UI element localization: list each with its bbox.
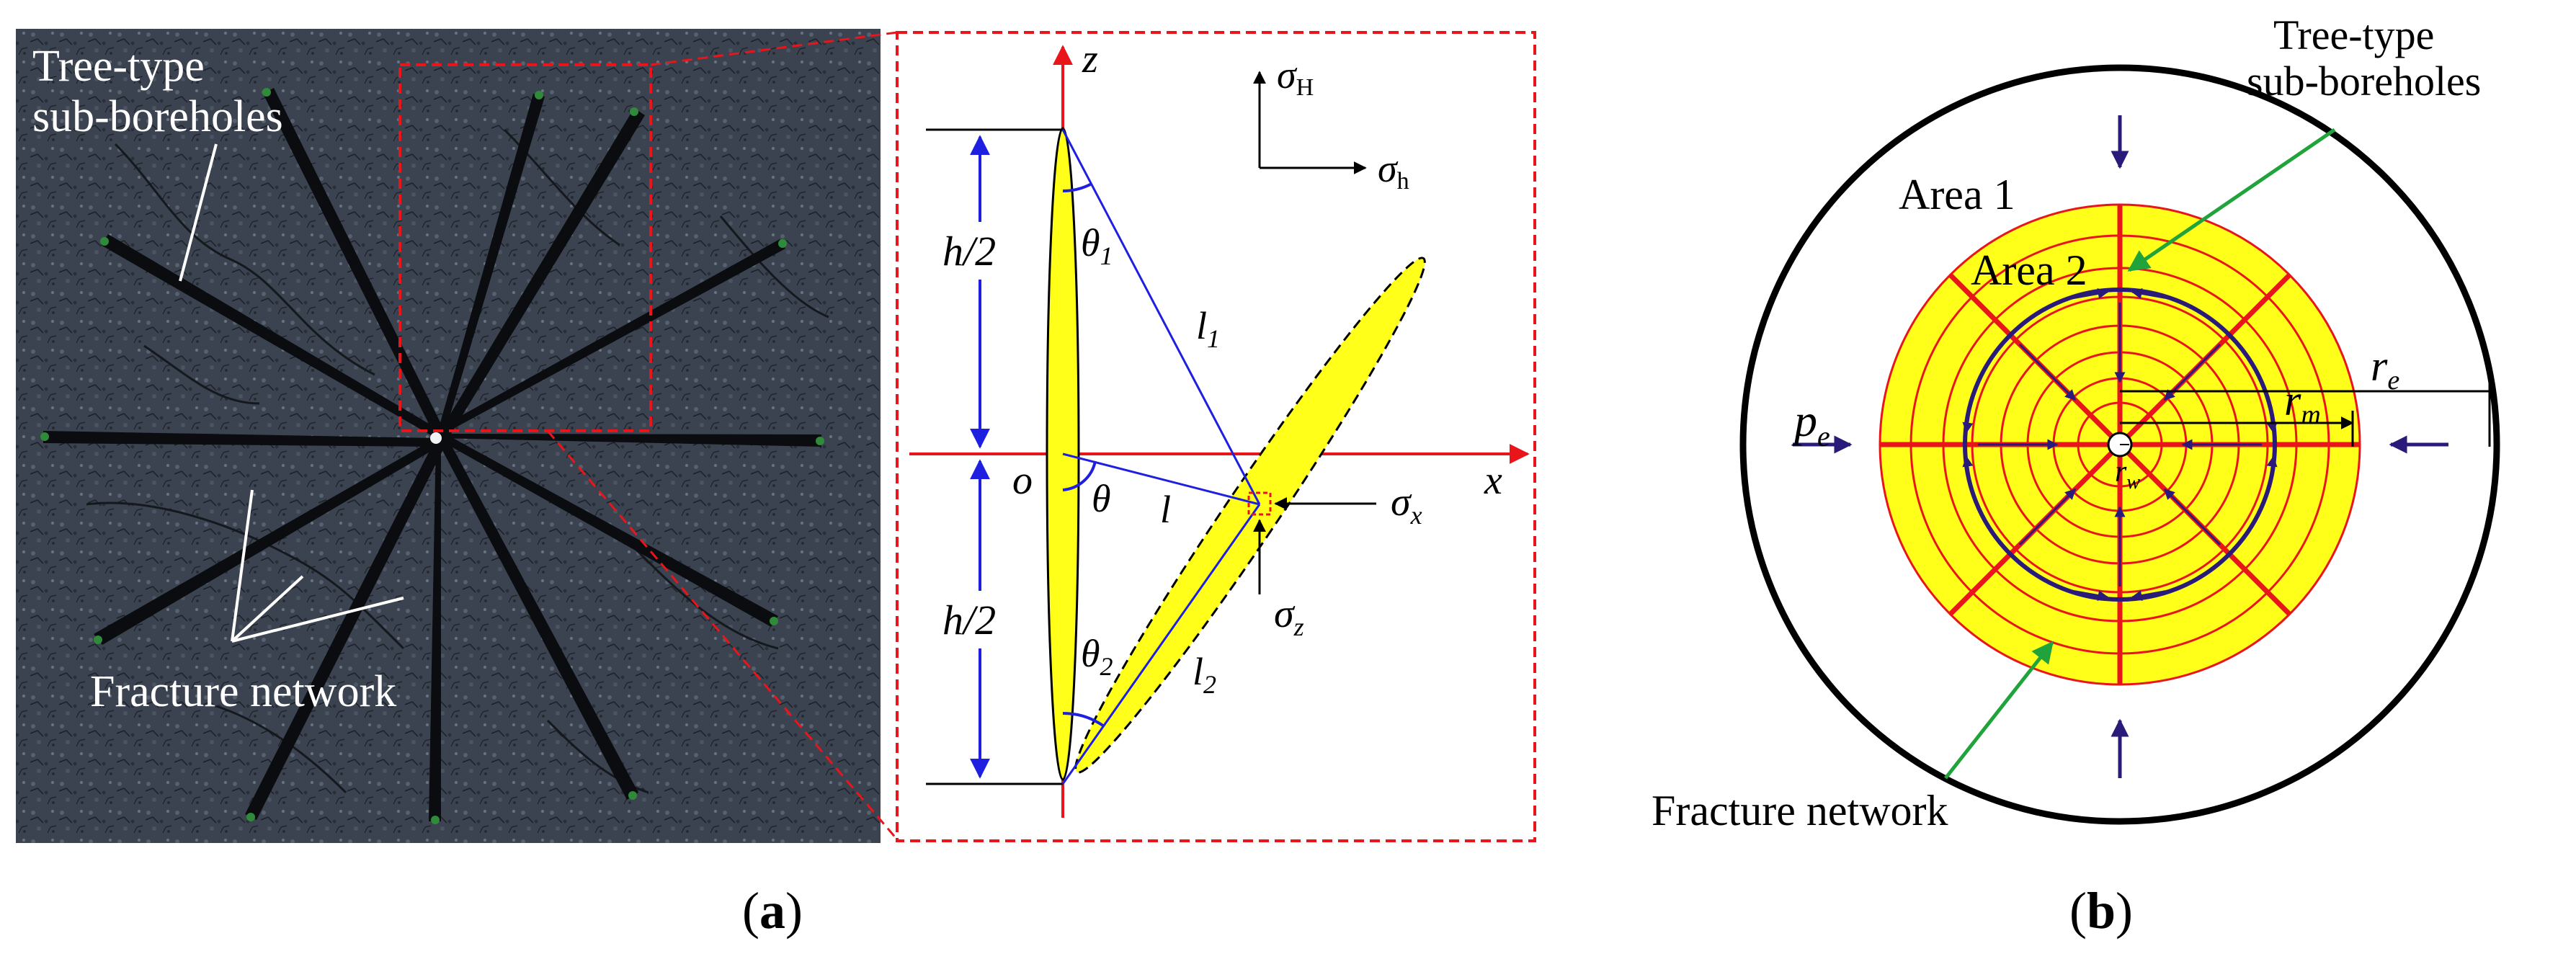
external-flow-arrows	[1793, 115, 2448, 778]
origin-label: o	[1012, 458, 1033, 503]
half-height-bottom-label-bg	[935, 591, 1025, 648]
zoom-region-box	[398, 63, 652, 432]
theta-label: θ	[1092, 477, 1111, 520]
tree-type-label-line2: sub-boreholes	[2247, 58, 2481, 104]
pe-label: pe	[1791, 395, 1830, 452]
fracture-network-pointer	[1944, 641, 2054, 780]
tree-type-pointer	[2127, 128, 2336, 272]
flow-circle	[1963, 287, 2277, 602]
theta2-label: θ2	[1081, 632, 1113, 681]
sigma-H-label: σH	[1277, 53, 1314, 101]
photo-label-tree-line2: sub-boreholes	[32, 92, 283, 141]
main-borehole	[430, 432, 442, 444]
photo-pointer-fracture-3	[231, 597, 404, 643]
re-label: re	[2371, 342, 2399, 396]
photo-pointer-fracture-1	[231, 489, 254, 642]
panel-b-model: re rm rw pe Area 1 Area 2 Tree-type sub-…	[1652, 12, 2500, 834]
borehole-tips	[40, 88, 824, 824]
theta1-arc	[1062, 182, 1092, 192]
theta2-arc	[1062, 711, 1105, 728]
tree-type-label-line1: Tree-type	[2273, 12, 2434, 58]
l2-label: l2	[1193, 650, 1216, 699]
photo-pointer-fracture-2	[231, 575, 304, 643]
fracture-network-label: Fracture network	[1652, 787, 1948, 834]
half-height-top-label-bg	[935, 222, 1025, 280]
zoom-connector-bottom	[546, 430, 899, 840]
photo-label-fracture: Fracture network	[90, 667, 396, 716]
l-label: l	[1160, 488, 1171, 531]
half-height-bottom-label: h/2	[942, 597, 996, 643]
half-height-top-label: h/2	[942, 228, 996, 275]
caption-a: (a)	[742, 882, 803, 940]
stress-element	[1247, 491, 1272, 516]
l1-label: l1	[1196, 304, 1220, 353]
sigma-h-label: σh	[1378, 147, 1409, 195]
inclined-fracture	[1074, 257, 1426, 774]
l2-line	[1061, 504, 1261, 785]
area2-label: Area 2	[1971, 246, 2087, 294]
area1-label: Area 1	[1899, 171, 2015, 218]
rm-label: rm	[2284, 377, 2321, 430]
photo-label-tree-line1: Tree-type	[32, 42, 205, 91]
l1-line	[1061, 129, 1261, 505]
zoom-connector-top	[650, 31, 898, 66]
theta1-label: θ1	[1081, 221, 1113, 270]
sigma-x-label: σx	[1391, 480, 1422, 530]
sigma-z-label: σz	[1274, 592, 1304, 641]
x-axis-label: x	[1484, 458, 1502, 503]
theta-arc	[1062, 460, 1097, 491]
schematic-frame	[896, 31, 1536, 842]
photo-pointer-tree	[179, 143, 218, 282]
z-axis-label: z	[1082, 37, 1098, 81]
caption-b: (b)	[2069, 882, 2133, 940]
flow-arrows	[1962, 288, 2278, 601]
rw-label: rw	[2115, 455, 2140, 494]
outer-boundary-circle	[1739, 64, 2500, 825]
panel-a-photo: Tree-type sub-boreholes Fracture network	[16, 29, 899, 843]
panel-a-schematic: z x o h/2 h/2 θ1 θ θ2 l1 l l2 σx σz	[896, 31, 1536, 842]
tree-type-sub-boreholes	[43, 88, 821, 821]
